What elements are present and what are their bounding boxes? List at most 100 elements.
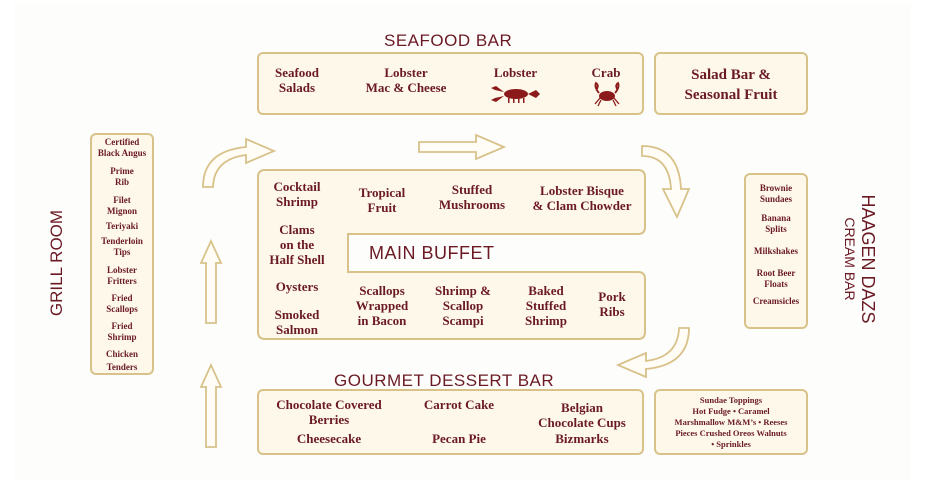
toppings-line2: Hot Fudge • Caramel xyxy=(692,406,770,416)
main-buffet-title: MAIN BUFFET xyxy=(369,243,495,263)
gourmet-dessert-bar-title: GOURMET DESSERT BAR xyxy=(334,371,555,390)
clams-line2: on the xyxy=(279,237,315,252)
seafood-bar-title: SEAFOOD BAR xyxy=(384,31,513,50)
flow-arrow-up-upper xyxy=(199,238,223,324)
grill-item: Fritters xyxy=(107,276,137,286)
scallops-line1: Scallops xyxy=(359,283,405,298)
salad-bar: Salad Bar & Seasonal Fruit xyxy=(654,65,808,105)
tropical-fruit: Tropical Fruit xyxy=(352,185,412,215)
grill-room-title: GRILL ROOM xyxy=(47,209,66,317)
toppings-line4: Pieces Crushed Oreos Walnuts xyxy=(675,428,787,438)
toppings-box xyxy=(654,389,808,455)
lobster-mac-line1: Lobster xyxy=(384,65,428,80)
carrot-label: Carrot Cake xyxy=(423,397,495,412)
clams-half-shell: Clams on the Half Shell xyxy=(264,222,330,267)
lobster-icon xyxy=(491,86,540,103)
grill-room-box xyxy=(90,133,154,375)
stuffed-mushrooms: Stuffed Mushrooms xyxy=(432,182,512,212)
mushrooms-line2: Mushrooms xyxy=(438,197,506,212)
salad-bar-box xyxy=(654,52,808,115)
icecream-item: Banana xyxy=(761,213,791,223)
scallops-wrapped-bacon: Scallops Wrapped in Bacon xyxy=(352,283,412,328)
cocktail-line1: Cocktail xyxy=(273,179,321,194)
tropical-line2: Fruit xyxy=(367,200,397,215)
grill-item: Prime xyxy=(110,166,134,176)
main-buffet-outline xyxy=(257,169,646,340)
seafood-salads-line1: Seafood xyxy=(274,65,320,80)
flow-arrow-up-lower xyxy=(199,362,223,448)
pecan-label: Pecan Pie xyxy=(432,431,486,446)
baked-line1: Baked xyxy=(528,283,564,298)
haagen-dazs-line1: HAAGEN DAZS xyxy=(858,194,878,324)
choc-line2: Berries xyxy=(308,412,350,427)
scampi-line2: Scallop xyxy=(442,298,484,313)
baked-stuffed-shrimp: Baked Stuffed Shrimp xyxy=(516,283,576,328)
grill-item: Fried xyxy=(111,321,133,331)
cocktail-shrimp: Cocktail Shrimp xyxy=(267,179,327,209)
tropical-line1: Tropical xyxy=(358,185,406,200)
grill-item: Certified xyxy=(104,137,140,147)
cheesecake-label: Cheesecake xyxy=(296,431,362,446)
crab: Crab xyxy=(586,65,626,80)
grill-item: Scallops xyxy=(106,304,138,314)
smoked-line2: Salmon xyxy=(276,322,318,337)
grill-item: Chicken xyxy=(105,349,138,359)
bizmarks: Bizmarks xyxy=(540,431,624,446)
lobster: Lobster xyxy=(488,65,543,80)
haagen-dazs-title: HAAGEN DAZS CREAM BAR xyxy=(841,189,878,329)
smoked-line1: Smoked xyxy=(274,307,320,322)
bisque-line2: & Clam Chowder xyxy=(532,198,632,213)
toppings-line1: Sundae Toppings xyxy=(699,395,763,405)
seafood-salads: Seafood Salads xyxy=(272,65,322,95)
cheesecake: Cheesecake xyxy=(282,431,376,446)
salad-bar-line2: Seasonal Fruit xyxy=(684,87,778,103)
pork-line1: Pork xyxy=(598,289,626,304)
scampi-line1: Shrimp & xyxy=(435,283,491,298)
flow-arrow-curve-bottom-right xyxy=(615,327,690,379)
scallops-line2: Wrapped xyxy=(355,298,409,313)
belgian-line2: Chocolate Cups xyxy=(538,415,626,430)
pork-line2: Ribs xyxy=(599,304,625,319)
baked-line3: Shrimp xyxy=(525,313,567,328)
seafood-salads-line2: Salads xyxy=(278,80,316,95)
icecream-item: Floats xyxy=(764,279,788,289)
scampi-line3: Scampi xyxy=(442,313,484,328)
belgian-chocolate-cups: Belgian Chocolate Cups xyxy=(526,400,638,430)
icecream-item: Milkshakes xyxy=(753,246,798,256)
carrot-cake: Carrot Cake xyxy=(414,397,504,412)
baked-line2: Stuffed xyxy=(525,298,567,313)
toppings-line3: Marshmallow M&M’s • Reeses xyxy=(674,417,788,427)
smoked-salmon: Smoked Salmon xyxy=(267,307,327,337)
icecream-item: Splits xyxy=(765,224,787,234)
grill-item: Tenderloin xyxy=(101,236,143,246)
oysters-label: Oysters xyxy=(275,279,319,294)
chocolate-covered-berries: Chocolate Covered Berries xyxy=(264,397,394,427)
choc-line1: Chocolate Covered xyxy=(276,397,382,412)
oysters: Oysters xyxy=(267,279,327,294)
grill-item: Black Angus xyxy=(97,148,147,158)
mushrooms-line1: Stuffed xyxy=(451,182,493,197)
icecream-item: Brownie xyxy=(759,183,793,193)
icecream-item: Root Beer xyxy=(756,268,796,278)
flow-arrow-right xyxy=(418,133,507,161)
dessert-bar-box xyxy=(257,389,644,455)
icecream-item: Creamsicles xyxy=(752,296,800,306)
grill-item: Rib xyxy=(114,177,129,187)
cocktail-line2: Shrimp xyxy=(276,194,318,209)
bizmarks-label: Bizmarks xyxy=(555,431,609,446)
grill-item: Fried xyxy=(111,293,133,303)
bisque-line1: Lobster Bisque xyxy=(540,183,624,198)
icecream-item: Sundaes xyxy=(759,194,793,204)
grill-item: Tips xyxy=(113,247,131,257)
shrimp-scallop-scampi: Shrimp & Scallop Scampi xyxy=(428,283,498,328)
seafood-bar-box xyxy=(257,52,644,115)
haagen-dazs-box xyxy=(744,173,808,329)
buffet-map: SEAFOOD BAR GOURMET DESSERT BAR Seafood … xyxy=(14,3,911,481)
lobster-mac-line2: Mac & Cheese xyxy=(365,80,447,95)
clams-line3: Half Shell xyxy=(269,252,325,267)
crab-label: Crab xyxy=(591,65,621,80)
pork-ribs: Pork Ribs xyxy=(590,289,634,319)
clams-line1: Clams xyxy=(279,222,315,237)
belgian-line1: Belgian xyxy=(561,400,603,415)
scallops-line3: in Bacon xyxy=(357,313,407,328)
